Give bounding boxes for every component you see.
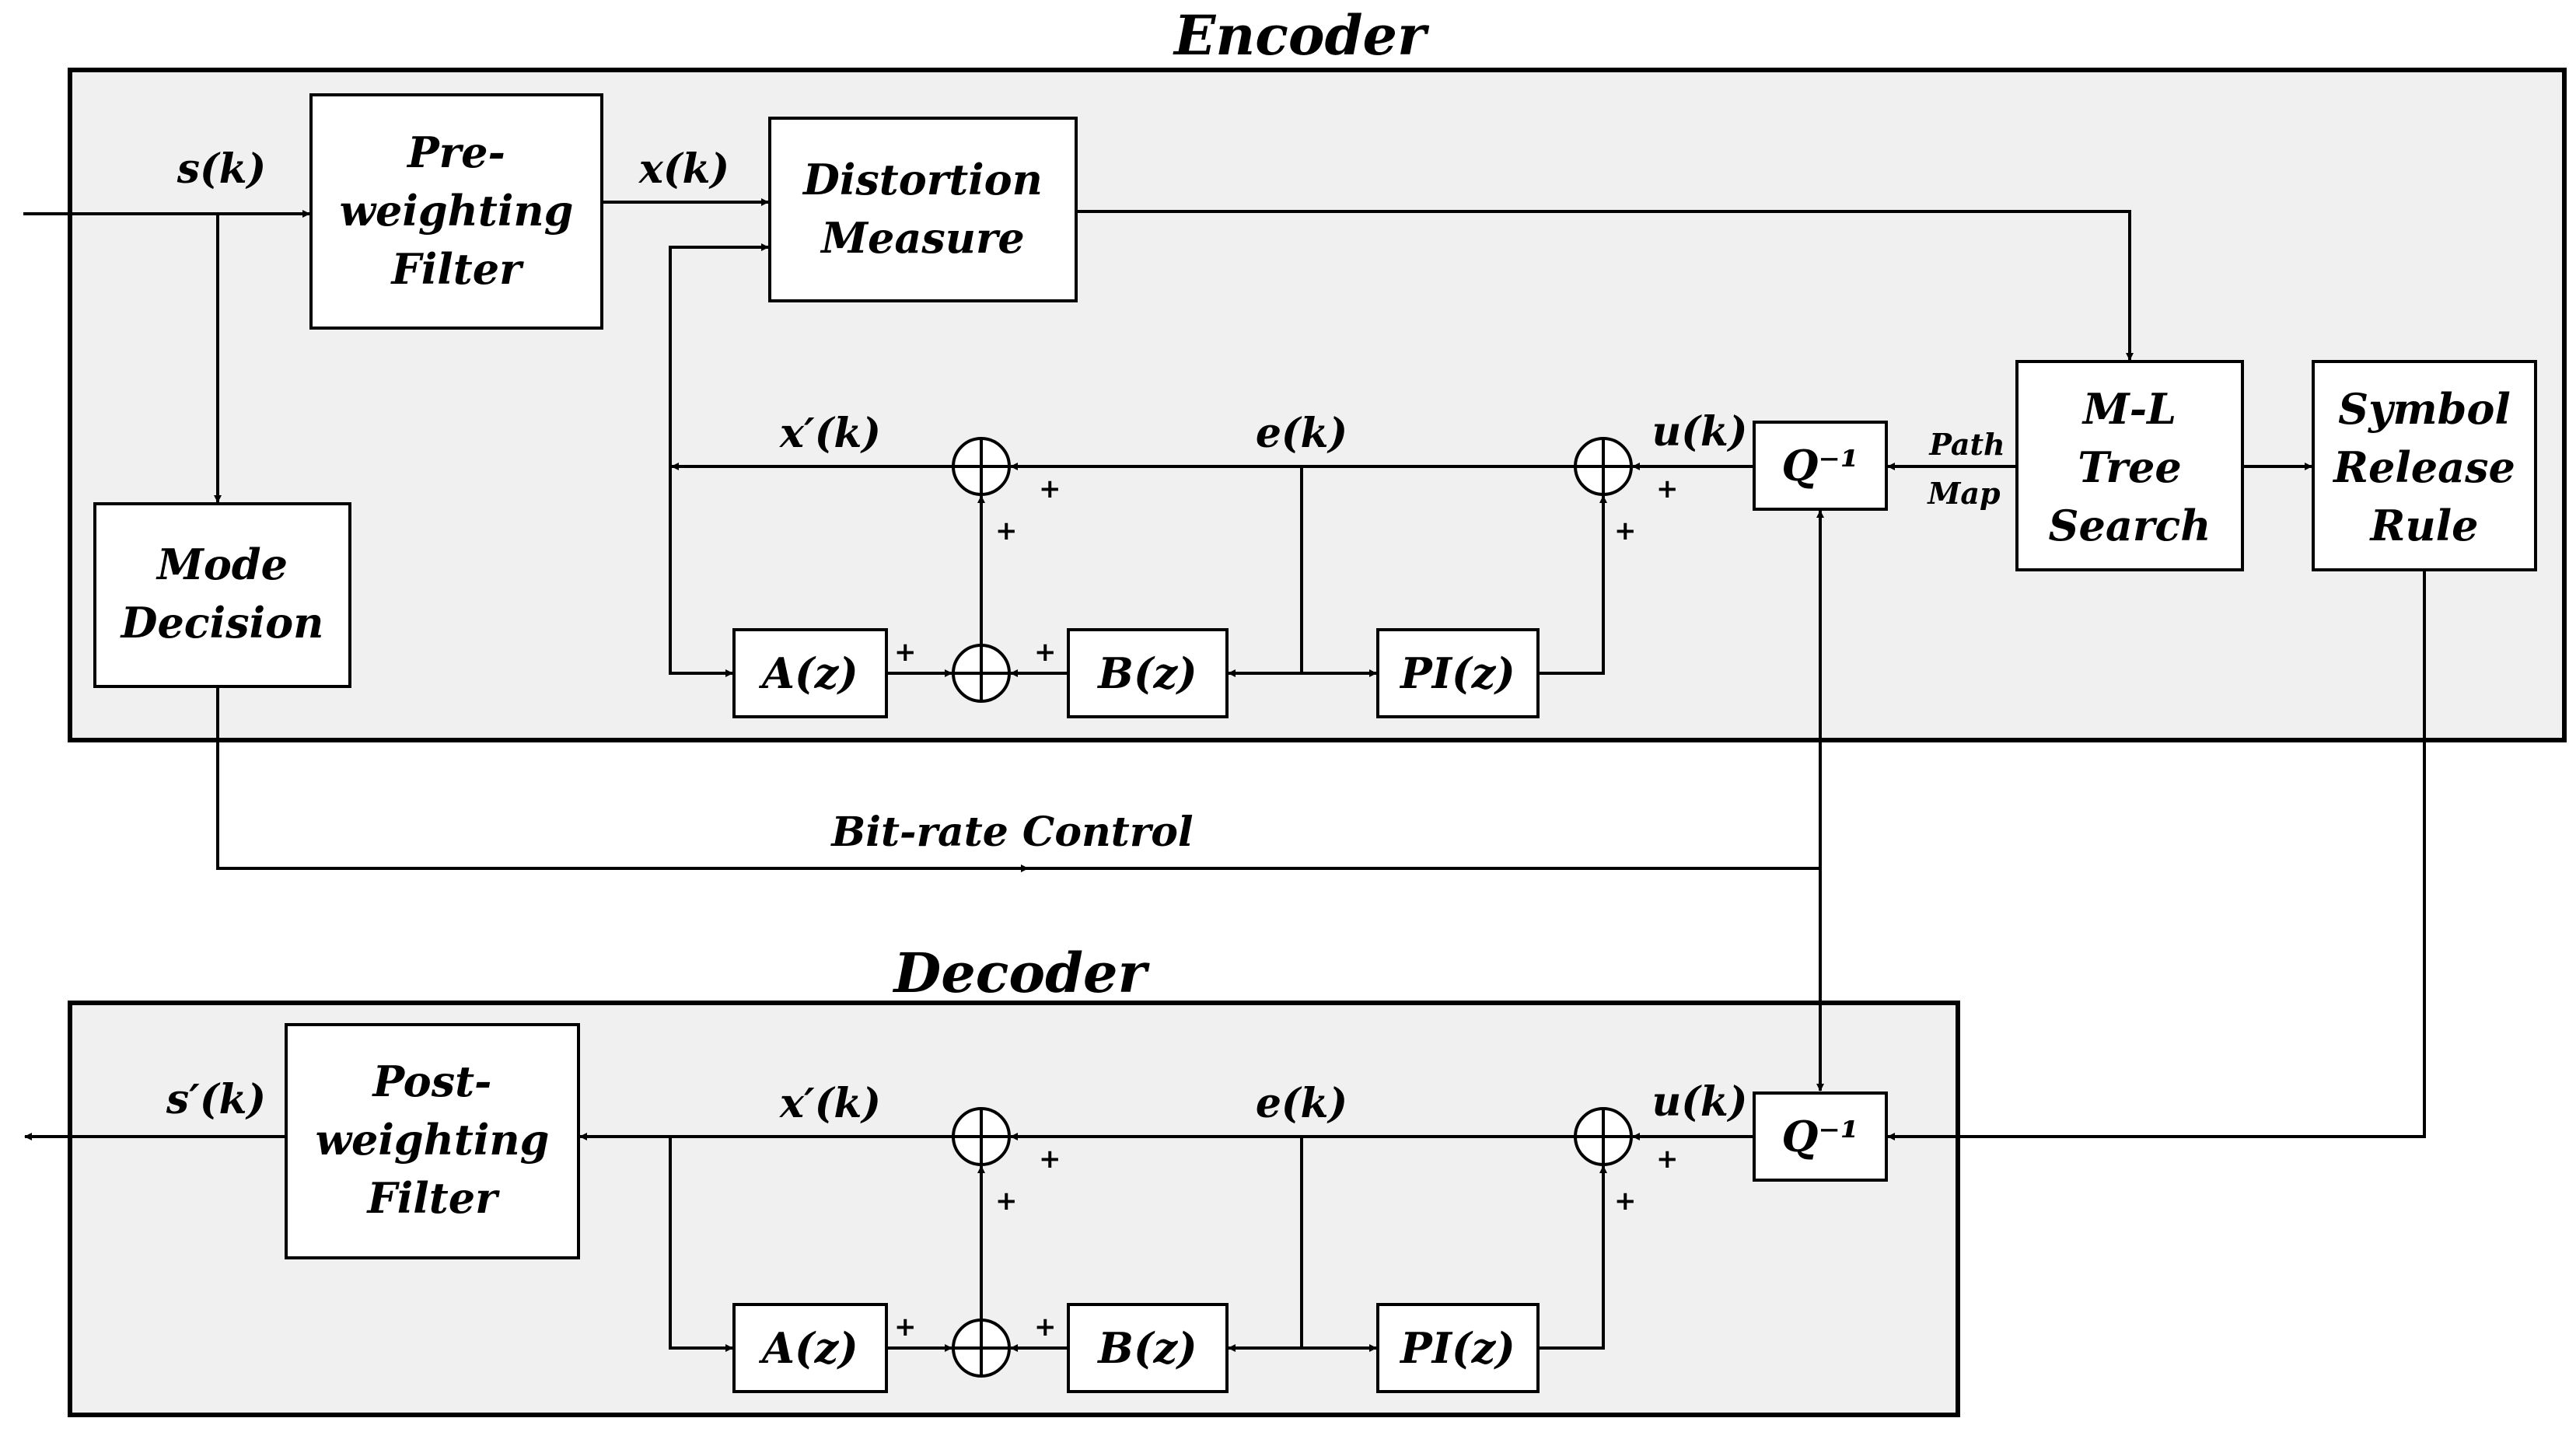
distortion-measure-block: Distortion Measure — [768, 117, 1078, 302]
svg-text:Tree: Tree — [2078, 442, 2181, 492]
svg-text:Q⁻¹: Q⁻¹ — [1781, 1112, 1858, 1161]
decoder-bz-block: B(z) — [1067, 1303, 1229, 1393]
distortion-to-mltree-arrow — [1076, 210, 2134, 361]
s-label: s(k) — [177, 145, 267, 193]
xprime-to-distortion-arrow — [669, 243, 769, 466]
postweighting-filter-block: Post- weighting Filter — [285, 1023, 580, 1259]
plus-sign: + — [1656, 473, 1679, 505]
svg-text:Filter: Filter — [390, 244, 524, 294]
encoder-sum-top-left — [952, 437, 1011, 496]
svg-text:Search: Search — [2049, 501, 2211, 550]
plus-sign: + — [894, 1312, 917, 1343]
encoder-bz-block: B(z) — [1067, 628, 1229, 718]
svg-text:weighting: weighting — [316, 1115, 550, 1165]
bitrate-label: Bit-rate Control — [830, 809, 1193, 856]
encoder-title: Encoder — [1173, 3, 1430, 68]
encoder-sum-right — [1574, 437, 1633, 496]
mode-decision-block: Mode Decision — [93, 502, 351, 688]
decoder-sum-right — [1574, 1107, 1633, 1166]
decoder-piz-to-sum-arrow — [1538, 1165, 1607, 1350]
svg-text:Release: Release — [2332, 442, 2515, 492]
plus-sign: + — [1039, 1144, 1061, 1175]
encoder-sum-bottom-left — [952, 644, 1011, 703]
plus-sign: + — [1656, 1144, 1679, 1175]
u-label: u(k) — [1652, 408, 1747, 456]
decoder-title: Decoder — [893, 941, 1151, 1005]
svg-text:PI(z): PI(z) — [1399, 1323, 1515, 1373]
xprime-label: x′(k) — [779, 410, 881, 457]
plus-sign: + — [1039, 473, 1061, 505]
svg-text:Filter: Filter — [365, 1173, 500, 1223]
plus-sign: + — [1614, 1186, 1637, 1217]
svg-text:Distortion: Distortion — [802, 155, 1043, 204]
ml-tree-search-block: M-L Tree Search — [2015, 360, 2244, 571]
decoder-qinv-block: Q⁻¹ — [1753, 1091, 1888, 1182]
svg-text:PI(z): PI(z) — [1399, 648, 1515, 698]
plus-sign: + — [1034, 1312, 1057, 1343]
svg-text:A(z): A(z) — [758, 648, 858, 698]
plus-sign: + — [894, 637, 917, 668]
svg-text:weighting: weighting — [340, 186, 574, 236]
symbol-release-rule-block: Symbol Release Rule — [2312, 360, 2537, 571]
plus-sign: + — [1614, 515, 1637, 547]
svg-text:Symbol: Symbol — [2338, 384, 2511, 434]
svg-text:Measure: Measure — [820, 213, 1025, 263]
svg-text:Mode: Mode — [156, 540, 288, 589]
preweighting-filter-block: Pre- weighting Filter — [309, 93, 603, 330]
svg-text:A(z): A(z) — [758, 1323, 858, 1373]
svg-text:Decision: Decision — [120, 598, 324, 648]
encoder-qinv-block: Q⁻¹ — [1753, 421, 1888, 511]
svg-text:B(z): B(z) — [1096, 1323, 1197, 1373]
decoder-sum-bottom-left — [952, 1319, 1011, 1378]
svg-text:Post-: Post- — [372, 1057, 492, 1106]
symbol-to-decoder-qinv-arrow — [1887, 570, 2426, 1140]
decoder-e-label: e(k) — [1256, 1080, 1347, 1127]
decoder-xprime-to-az-arrow — [669, 1137, 733, 1352]
sprime-label: s′(k) — [166, 1076, 266, 1123]
svg-text:M-L: M-L — [2081, 384, 2176, 434]
plus-sign: + — [995, 515, 1018, 547]
map-label: Map — [1926, 476, 2001, 511]
encoder-piz-block: PI(z) — [1376, 628, 1540, 718]
decoder-xprime-label: x′(k) — [779, 1080, 881, 1127]
decoder-piz-block: PI(z) — [1376, 1303, 1540, 1393]
e-label: e(k) — [1256, 410, 1347, 457]
x-label: x(k) — [638, 145, 729, 193]
plus-sign: + — [1034, 637, 1057, 668]
xprime-to-az-arrow — [669, 466, 733, 677]
svg-text:B(z): B(z) — [1096, 648, 1197, 698]
svg-text:Rule: Rule — [2368, 501, 2478, 550]
path-label: Path — [1928, 427, 2005, 462]
mode-to-bitrate-line — [216, 686, 1820, 870]
encoder-az-block: A(z) — [732, 628, 888, 718]
decoder-az-block: A(z) — [732, 1303, 888, 1393]
decoder-u-label: u(k) — [1652, 1078, 1747, 1126]
svg-text:Pre-: Pre- — [406, 127, 505, 177]
decoder-sum-top-left — [952, 1107, 1011, 1166]
plus-sign: + — [995, 1186, 1018, 1217]
svg-text:Q⁻¹: Q⁻¹ — [1781, 441, 1858, 491]
piz-to-sum-arrow — [1538, 495, 1607, 675]
